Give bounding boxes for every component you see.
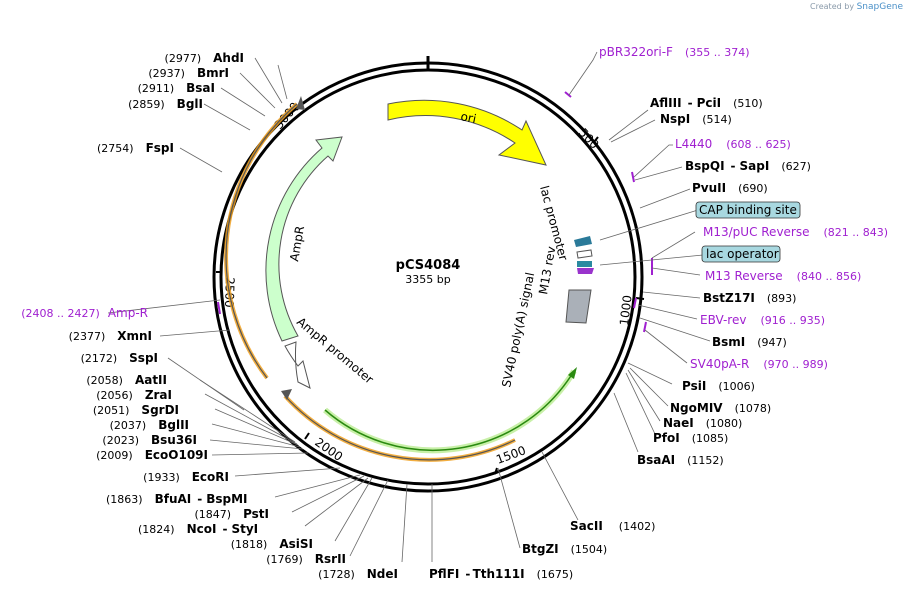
left-leader-lines [107,57,433,563]
site-bsaAI[interactable]: BsaAI(1152) [637,453,724,467]
site-xmnI[interactable]: (2377)XmnI [69,329,152,343]
tick-1500 [494,467,498,475]
right-leader-lines [497,51,711,549]
site-btgZI[interactable]: BtgZI(1504) [522,542,607,556]
sv40-green-arc-core [324,370,575,452]
site-ahdI[interactable]: (2977)AhdI [165,51,244,65]
credit-prefix: Created by [810,2,855,11]
tick-1000 [635,297,645,300]
primer-m13-reverse[interactable]: M13 Reverse(840 .. 856) [705,269,861,283]
bottom-orange-arc-core [284,395,516,461]
site-sacII[interactable]: SacII(1402) [570,519,655,533]
primer-sv40pa-r[interactable]: SV40pA-R(970 .. 989) [690,357,828,371]
site-asiSI[interactable]: (1818)AsiSI [231,537,313,551]
tick-label-1000: 1000 [617,294,635,326]
ori-label: ori [459,109,477,126]
ampr-orange-arc-core [225,103,298,379]
tick-500 [593,136,599,143]
tick-2000 [304,432,310,440]
site-sspI[interactable]: (2172)SspI [81,351,158,365]
site-fspI[interactable]: (2754)FspI [97,141,174,155]
sv40-polya-label: SV40 poly(A) signal [499,271,537,389]
primer-pbr322ori-f[interactable]: pBR322ori-F(355 .. 374) [599,45,750,59]
site-aflIII-pciI[interactable]: AflIII-PciI(510) [650,96,763,110]
site-bglII[interactable]: (2037)BglII [110,418,189,432]
site-ngoMIV[interactable]: NgoMIV(1078) [670,401,771,415]
primer-mark-sv40pa-r [643,321,647,333]
site-ecoO109I[interactable]: (2009)EcoO109I [96,448,208,462]
cap-binding-site-box[interactable] [695,201,801,219]
site-bfuAI-bspMI[interactable]: (1863)BfuAI-BspMI [106,492,248,506]
site-bsu36I[interactable]: (2023)Bsu36I [102,433,197,447]
lac-operator-box[interactable] [701,245,781,263]
ori-feature[interactable] [387,99,547,166]
cap-binding-site-label: CAP binding site [699,203,797,217]
site-sgrDI[interactable]: (2051)SgrDI [93,403,179,417]
m13-rev-label: M13 rev [536,245,558,295]
credit-label: Created by SnapGene [810,2,903,12]
plasmid-length: 3355 bp [405,273,450,286]
m13-rev-feature[interactable] [577,268,594,274]
snapgene-logo: SnapGene [856,2,903,12]
site-psiI[interactable]: PsiI(1006) [682,379,755,393]
plasmid-name: pCS4084 [396,258,461,273]
sv40-polya-feature[interactable] [565,289,592,324]
primer-mark-amp-r [217,301,221,315]
primer-mark-ebv-rev [633,297,637,309]
site-ndeI[interactable]: (1728)NdeI [318,567,398,581]
site-nspI[interactable]: NspI(514) [660,112,732,126]
ampr-feature[interactable] [265,136,343,342]
primer-ebv-rev[interactable]: EBV-rev(916 .. 935) [700,313,825,327]
lac-operator-mark[interactable] [577,261,592,267]
site-pstI[interactable]: (1847)PstI [194,507,269,521]
site-zraI[interactable]: (2056)ZraI [96,388,172,402]
primer-mark-l4440 [631,171,635,183]
site-naeI[interactable]: NaeI(1080) [663,416,742,430]
primer-mark-pbr322ori-f [564,91,572,98]
site-bsmI[interactable]: BsmI(947) [712,335,787,349]
site-bsaI[interactable]: (2911)BsaI [138,81,215,95]
site-ecoRI[interactable]: (1933)EcoRI [143,470,229,484]
lac-promoter-feature[interactable] [574,236,592,247]
site-bmrI[interactable]: (2937)BmrI [148,66,229,80]
sv40-green-arc [323,369,577,454]
site-ncoI-styI[interactable]: (1824)NcoI-StyI [138,522,258,536]
site-pflFI-tth111I[interactable]: PflFI-Tth111I(1675) [429,567,573,581]
site-bstZ17I[interactable]: BstZ17I(893) [703,291,796,305]
site-bspQI-sapI[interactable]: BspQI-SapI(627) [685,159,811,173]
ampr-promoter-feature[interactable] [284,341,311,389]
site-rsrII[interactable]: (1769)RsrII [266,552,346,566]
sv40-arc-arrowhead [568,367,577,379]
primer-m13-puc-reverse[interactable]: M13/pUC Reverse(821 .. 843) [703,225,888,239]
site-pvuII[interactable]: PvuII(690) [692,181,768,195]
orange-arc-arrowhead [296,96,305,110]
site-pfoI[interactable]: PfoI(1085) [653,431,728,445]
cap-site-mark [576,249,593,259]
site-aatII[interactable]: (2058)AatII [86,373,167,387]
primer-amp-r[interactable]: (2408 .. 2427)Amp-R [21,306,148,320]
site-bglI[interactable]: (2859)BglI [128,97,203,111]
bottom-arc-arrowhead [281,389,292,400]
ampr-label: AmpR [287,225,307,263]
lac-operator-label: lac operator [706,247,779,261]
primer-l4440[interactable]: L4440(608 .. 625) [675,137,791,151]
